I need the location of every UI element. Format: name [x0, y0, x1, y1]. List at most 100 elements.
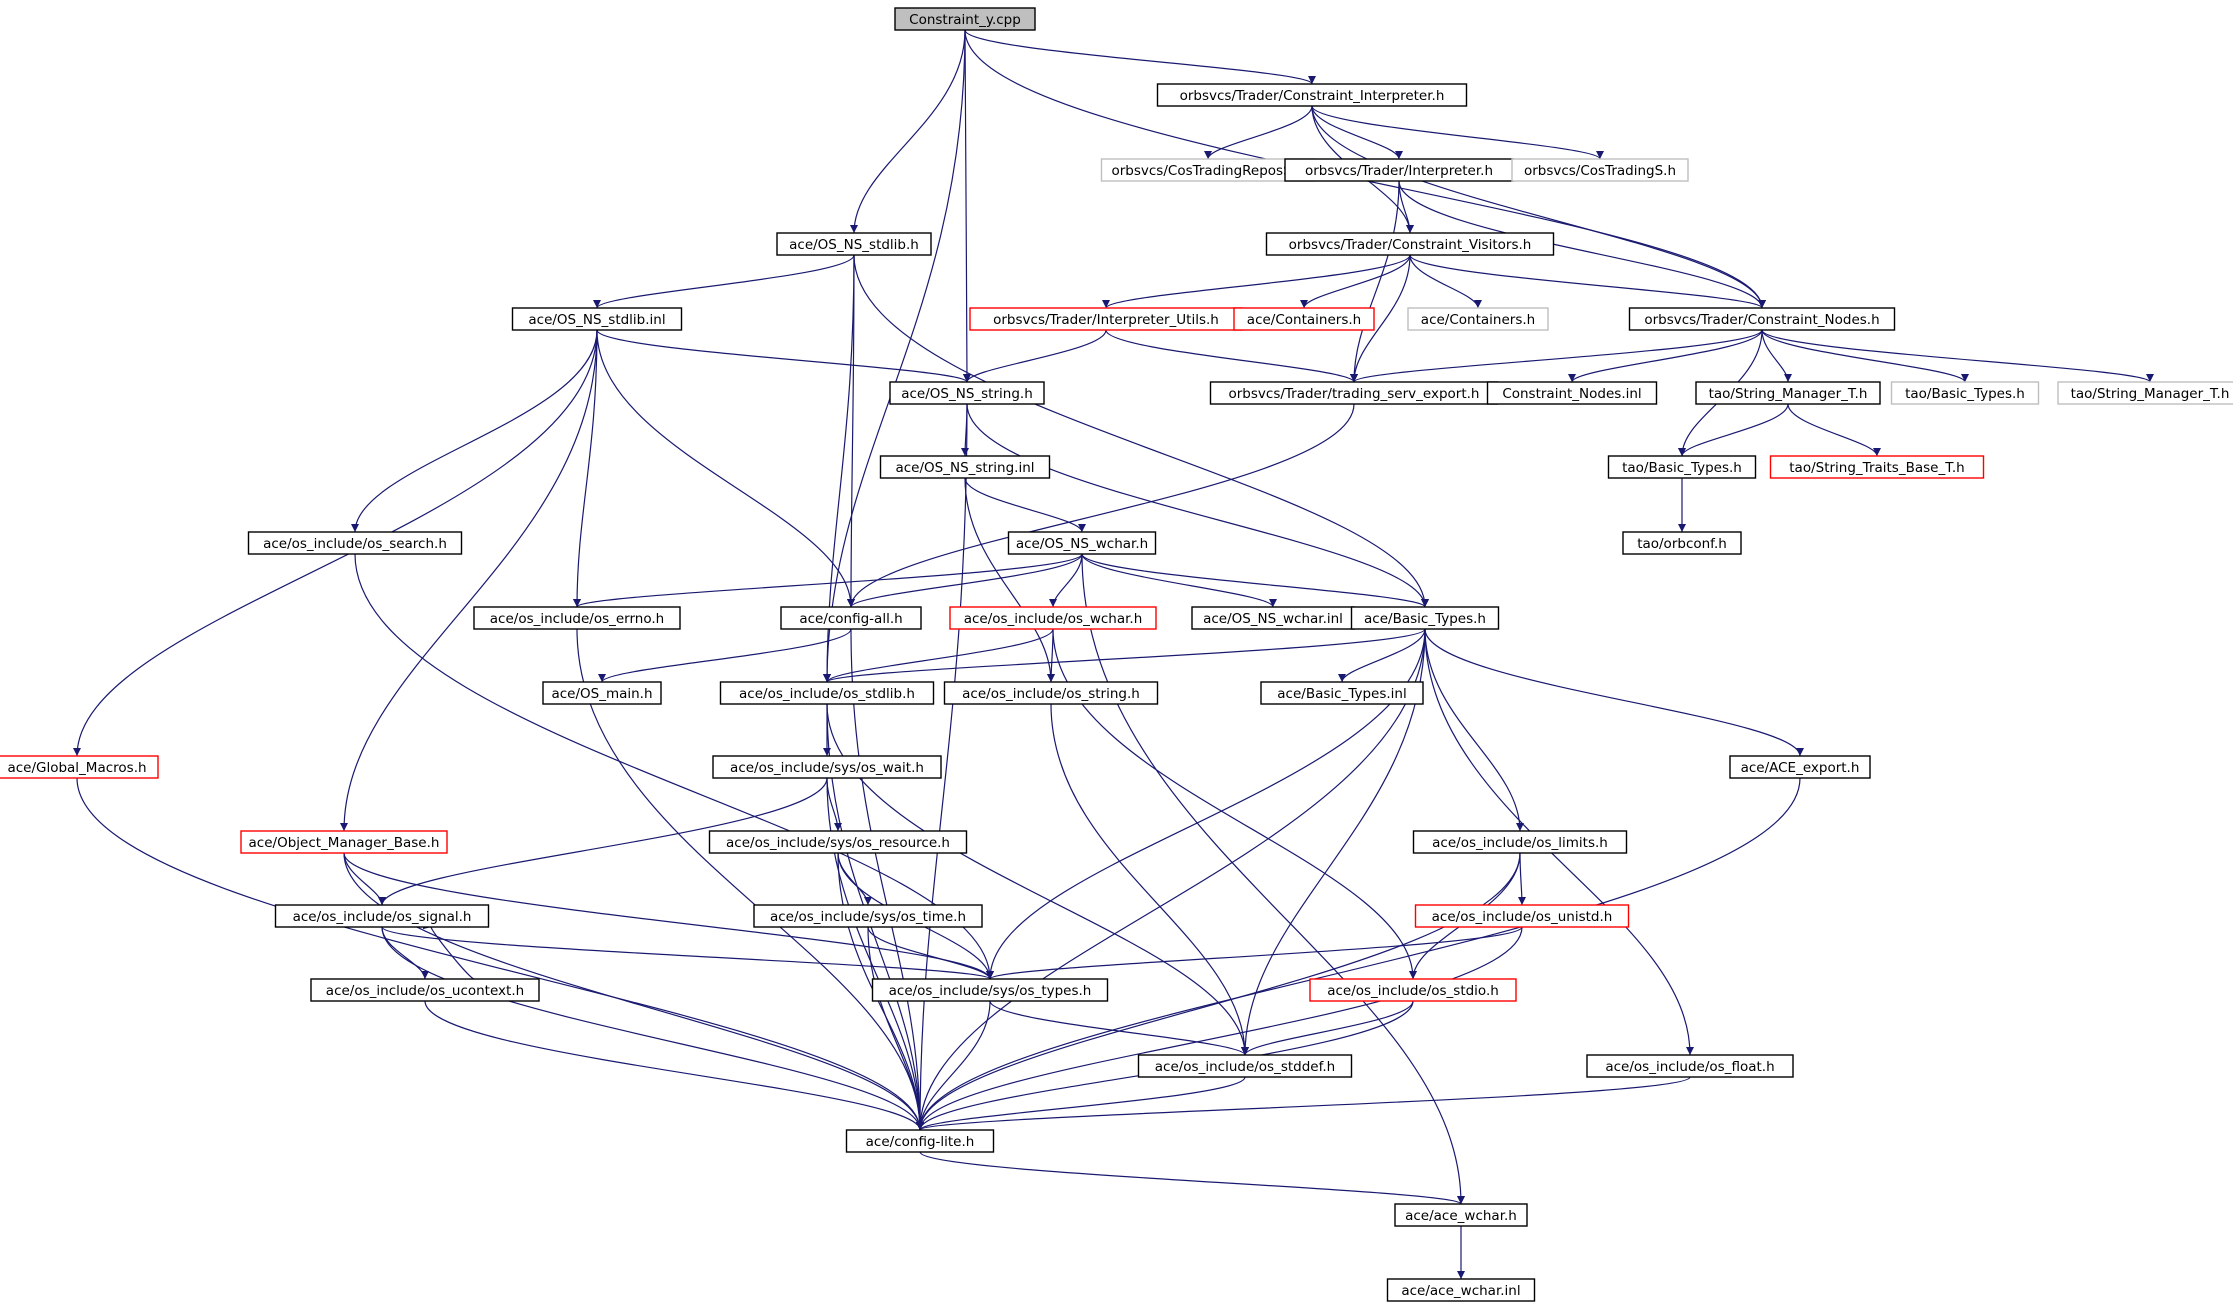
- node-strmgr_grey[interactable]: tao/String_Manager_T.h: [2057, 381, 2233, 405]
- edge-stdlibinl-to-errno: [573, 329, 598, 608]
- edge-resource-to-ostime: [837, 852, 872, 906]
- node-label-ctrs: orbsvcs/CosTradingReposS.h: [1111, 163, 1304, 179]
- node-acewcharinl[interactable]: ace/ace_wchar.inl: [1386, 1278, 1536, 1302]
- node-box-taobt: [1607, 455, 1757, 479]
- node-signal[interactable]: ace/os_include/os_signal.h: [274, 904, 490, 928]
- edge-aceexport-to-configlite: [916, 777, 1801, 1131]
- node-ostime[interactable]: ace/os_include/sys/os_time.h: [753, 904, 983, 928]
- node-box-resource: [708, 830, 968, 854]
- node-osmain[interactable]: ace/OS_main.h: [542, 681, 662, 705]
- node-configall[interactable]: ace/config-all.h: [780, 606, 922, 630]
- node-globalmacros[interactable]: ace/Global_Macros.h: [0, 755, 159, 779]
- node-unistd[interactable]: ace/os_include/os_unistd.h: [1414, 904, 1630, 928]
- node-float[interactable]: ace/os_include/os_float.h: [1586, 1054, 1794, 1078]
- edge-stddef-to-configlite: [916, 1076, 1246, 1131]
- node-aceexport[interactable]: ace/ACE_export.h: [1729, 755, 1871, 779]
- node-label-signal: ace/os_include/os_signal.h: [293, 909, 472, 925]
- edge-signal-to-types: [381, 926, 994, 980]
- edge-cvis-to-tsexport: [1350, 254, 1411, 383]
- node-label-stdlibinl: ace/OS_NS_stdlib.inl: [528, 312, 665, 328]
- node-search[interactable]: ace/os_include/os_search.h: [247, 531, 463, 555]
- node-stdlibinl[interactable]: ace/OS_NS_stdlib.inl: [511, 307, 683, 331]
- node-cts[interactable]: orbsvcs/CosTradingS.h: [1511, 158, 1689, 182]
- node-label-stringh: ace/OS_NS_string.h: [901, 386, 1033, 402]
- node-box-acewcharinl: [1386, 1278, 1536, 1302]
- node-oswchar[interactable]: ace/os_include/os_wchar.h: [949, 606, 1157, 630]
- node-ctrs[interactable]: orbsvcs/CosTradingReposS.h: [1100, 158, 1316, 182]
- node-label-basictypes: ace/Basic_Types.h: [1364, 611, 1486, 627]
- node-box-strtraits: [1769, 455, 1985, 479]
- node-iutils[interactable]: orbsvcs/Trader/Interpreter_Utils.h: [969, 307, 1243, 331]
- node-taobt[interactable]: tao/Basic_Types.h: [1607, 455, 1757, 479]
- node-box-wcharh: [1007, 531, 1157, 555]
- node-box-cts: [1511, 158, 1689, 182]
- node-label-search: ace/os_include/os_search.h: [263, 536, 447, 552]
- node-label-osstdlib: ace/os_include/os_stdlib.h: [739, 686, 915, 702]
- node-strtraits[interactable]: tao/String_Traits_Base_T.h: [1769, 455, 1985, 479]
- node-acewchar[interactable]: ace/ace_wchar.h: [1394, 1203, 1528, 1227]
- node-wcharh[interactable]: ace/OS_NS_wchar.h: [1007, 531, 1157, 555]
- node-wait[interactable]: ace/os_include/sys/os_wait.h: [712, 755, 942, 779]
- edge-configall-to-configlite: [850, 628, 924, 1131]
- edge-configlite-to-acewchar: [919, 1151, 1465, 1205]
- node-cont_red[interactable]: ace/Containers.h: [1233, 307, 1375, 331]
- node-osstring[interactable]: ace/os_include/os_string.h: [943, 681, 1159, 705]
- edge-stdlibinl-to-omb: [340, 329, 598, 832]
- node-label-configlite: ace/config-lite.h: [866, 1134, 975, 1150]
- node-box-taobt_grey: [1890, 381, 2040, 405]
- edge-interp-to-tsexport: [1350, 180, 1400, 383]
- node-types[interactable]: ace/os_include/sys/os_types.h: [871, 978, 1109, 1002]
- edge-unistd-to-configlite: [916, 926, 1523, 1131]
- edge-types-to-stddef: [989, 1000, 1249, 1056]
- node-tsexport[interactable]: orbsvcs/Trader/trading_serv_export.h: [1209, 381, 1499, 405]
- edge-ci-to-cnodes: [1311, 105, 1766, 309]
- node-wcharinl[interactable]: ace/OS_NS_wchar.inl: [1191, 606, 1355, 630]
- node-box-ci: [1156, 83, 1468, 107]
- node-cnodes[interactable]: orbsvcs/Trader/Constraint_Nodes.h: [1628, 307, 1896, 331]
- node-cont_grey[interactable]: ace/Containers.h: [1407, 307, 1549, 331]
- node-box-globalmacros: [0, 755, 159, 779]
- node-stringh[interactable]: ace/OS_NS_string.h: [889, 381, 1045, 405]
- node-box-cont_red: [1233, 307, 1375, 331]
- node-label-stddef: ace/os_include/os_stddef.h: [1155, 1059, 1335, 1075]
- node-box-stdlibh: [776, 232, 932, 256]
- node-label-osstring: ace/os_include/os_string.h: [962, 686, 1140, 702]
- node-resource[interactable]: ace/os_include/sys/os_resource.h: [708, 830, 968, 854]
- edge-stdlibh-to-basictypes: [853, 254, 1429, 608]
- node-stringinl[interactable]: ace/OS_NS_string.inl: [879, 455, 1051, 479]
- edge-signal-to-ucontext: [381, 926, 429, 980]
- node-ucontext[interactable]: ace/os_include/os_ucontext.h: [310, 978, 540, 1002]
- node-strmgr[interactable]: tao/String_Manager_T.h: [1695, 381, 1881, 405]
- node-basictypes[interactable]: ace/Basic_Types.h: [1350, 606, 1500, 630]
- node-btinl[interactable]: ace/Basic_Types.inl: [1260, 681, 1424, 705]
- node-taobt_grey[interactable]: tao/Basic_Types.h: [1890, 381, 2040, 405]
- node-errno[interactable]: ace/os_include/os_errno.h: [473, 606, 681, 630]
- node-omb[interactable]: ace/Object_Manager_Base.h: [240, 830, 448, 854]
- node-label-strmgr_grey: tao/String_Manager_T.h: [2071, 386, 2230, 402]
- node-box-stdlibinl: [511, 307, 683, 331]
- edge-wait-to-signal: [378, 777, 828, 906]
- edge-cvis-to-cnodes: [1409, 254, 1766, 309]
- node-orbconf[interactable]: tao/orbconf.h: [1622, 531, 1742, 555]
- node-cvis[interactable]: orbsvcs/Trader/Constraint_Visitors.h: [1265, 232, 1555, 256]
- node-stddef[interactable]: ace/os_include/os_stddef.h: [1137, 1054, 1353, 1078]
- node-label-orbconf: tao/orbconf.h: [1637, 536, 1727, 552]
- node-stdlibh[interactable]: ace/OS_NS_stdlib.h: [776, 232, 932, 256]
- node-label-ci: orbsvcs/Trader/Constraint_Interpreter.h: [1180, 88, 1445, 104]
- node-box-stddef: [1137, 1054, 1353, 1078]
- node-limits[interactable]: ace/os_include/os_limits.h: [1412, 830, 1628, 854]
- node-osstdlib[interactable]: ace/os_include/os_stdlib.h: [719, 681, 935, 705]
- node-interp[interactable]: orbsvcs/Trader/Interpreter.h: [1284, 158, 1514, 182]
- node-box-oswchar: [949, 606, 1157, 630]
- node-label-cont_grey: ace/Containers.h: [1421, 312, 1535, 328]
- edge-ci-to-cts: [1311, 105, 1604, 160]
- node-label-cvis: orbsvcs/Trader/Constraint_Visitors.h: [1289, 237, 1532, 253]
- node-root[interactable]: Constraint_y.cpp: [894, 7, 1036, 31]
- node-stdio[interactable]: ace/os_include/os_stdio.h: [1309, 978, 1517, 1002]
- node-cnodesinl[interactable]: Constraint_Nodes.inl: [1486, 381, 1658, 405]
- edge-omb-to-signal: [343, 852, 386, 906]
- node-label-tsexport: orbsvcs/Trader/trading_serv_export.h: [1229, 386, 1480, 402]
- node-label-acewcharinl: ace/ace_wchar.inl: [1401, 1283, 1520, 1299]
- node-configlite[interactable]: ace/config-lite.h: [845, 1129, 995, 1153]
- node-ci[interactable]: orbsvcs/Trader/Constraint_Interpreter.h: [1156, 83, 1468, 107]
